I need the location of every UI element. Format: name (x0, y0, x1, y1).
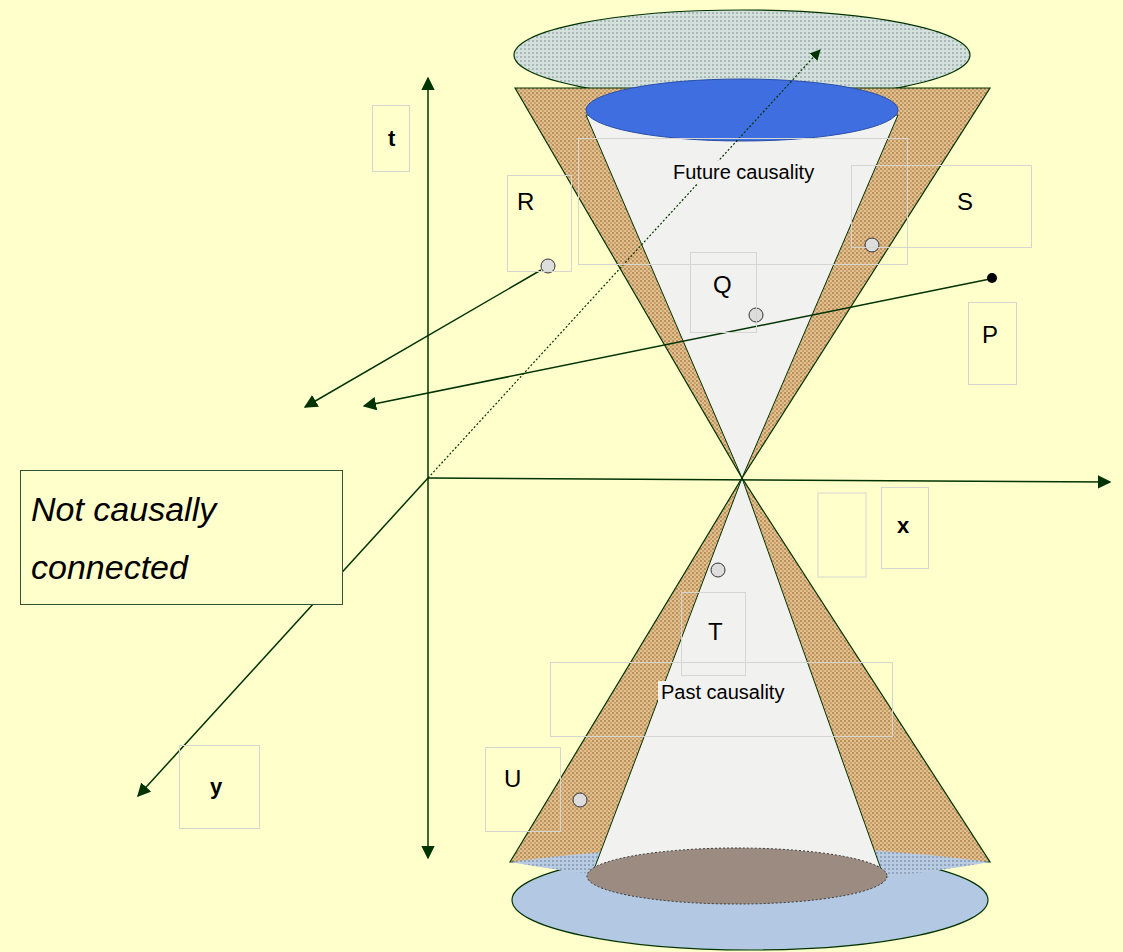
past-cone-inner-base (587, 848, 887, 904)
event-dot (749, 308, 763, 322)
event-label: R (507, 175, 572, 272)
event-arrow (364, 279, 990, 406)
label-text: x (897, 513, 909, 538)
light-ray (428, 50, 820, 478)
axis-label: y (179, 745, 260, 829)
empty-box (818, 493, 866, 577)
event-label: Q (690, 252, 757, 333)
future-cone-inner-top (586, 79, 898, 141)
region-label: Future causality (578, 138, 908, 265)
x-axis (428, 478, 1110, 482)
label-text: Q (713, 271, 732, 299)
event-label: P (968, 302, 1017, 385)
label-text: Past causality (658, 681, 787, 704)
event-dot (573, 793, 587, 807)
event-label: S (851, 165, 1032, 248)
event-arrow (305, 270, 541, 407)
event-dot (711, 563, 725, 577)
event-dot (541, 259, 555, 273)
label-text: P (982, 321, 998, 349)
label-text: U (504, 765, 521, 793)
t-axis (427, 78, 429, 858)
event-dot (987, 273, 997, 283)
note-box: Not causally connected (20, 470, 343, 605)
label-text: Not causally connected (31, 481, 321, 597)
axis-label: x (881, 487, 929, 569)
label-text: t (388, 126, 395, 151)
past-cone-inner (593, 478, 882, 872)
label-text: y (210, 774, 222, 799)
event-label: U (485, 747, 561, 832)
event-dot (865, 238, 879, 252)
label-text: T (708, 618, 723, 646)
label-text: R (517, 188, 534, 216)
event-label: T (681, 592, 746, 676)
label-text: S (957, 188, 973, 216)
axis-label: t (372, 105, 410, 172)
region-label: Past causality (550, 662, 893, 737)
label-text: Future causality (670, 161, 817, 184)
future-cone-band (515, 88, 990, 478)
